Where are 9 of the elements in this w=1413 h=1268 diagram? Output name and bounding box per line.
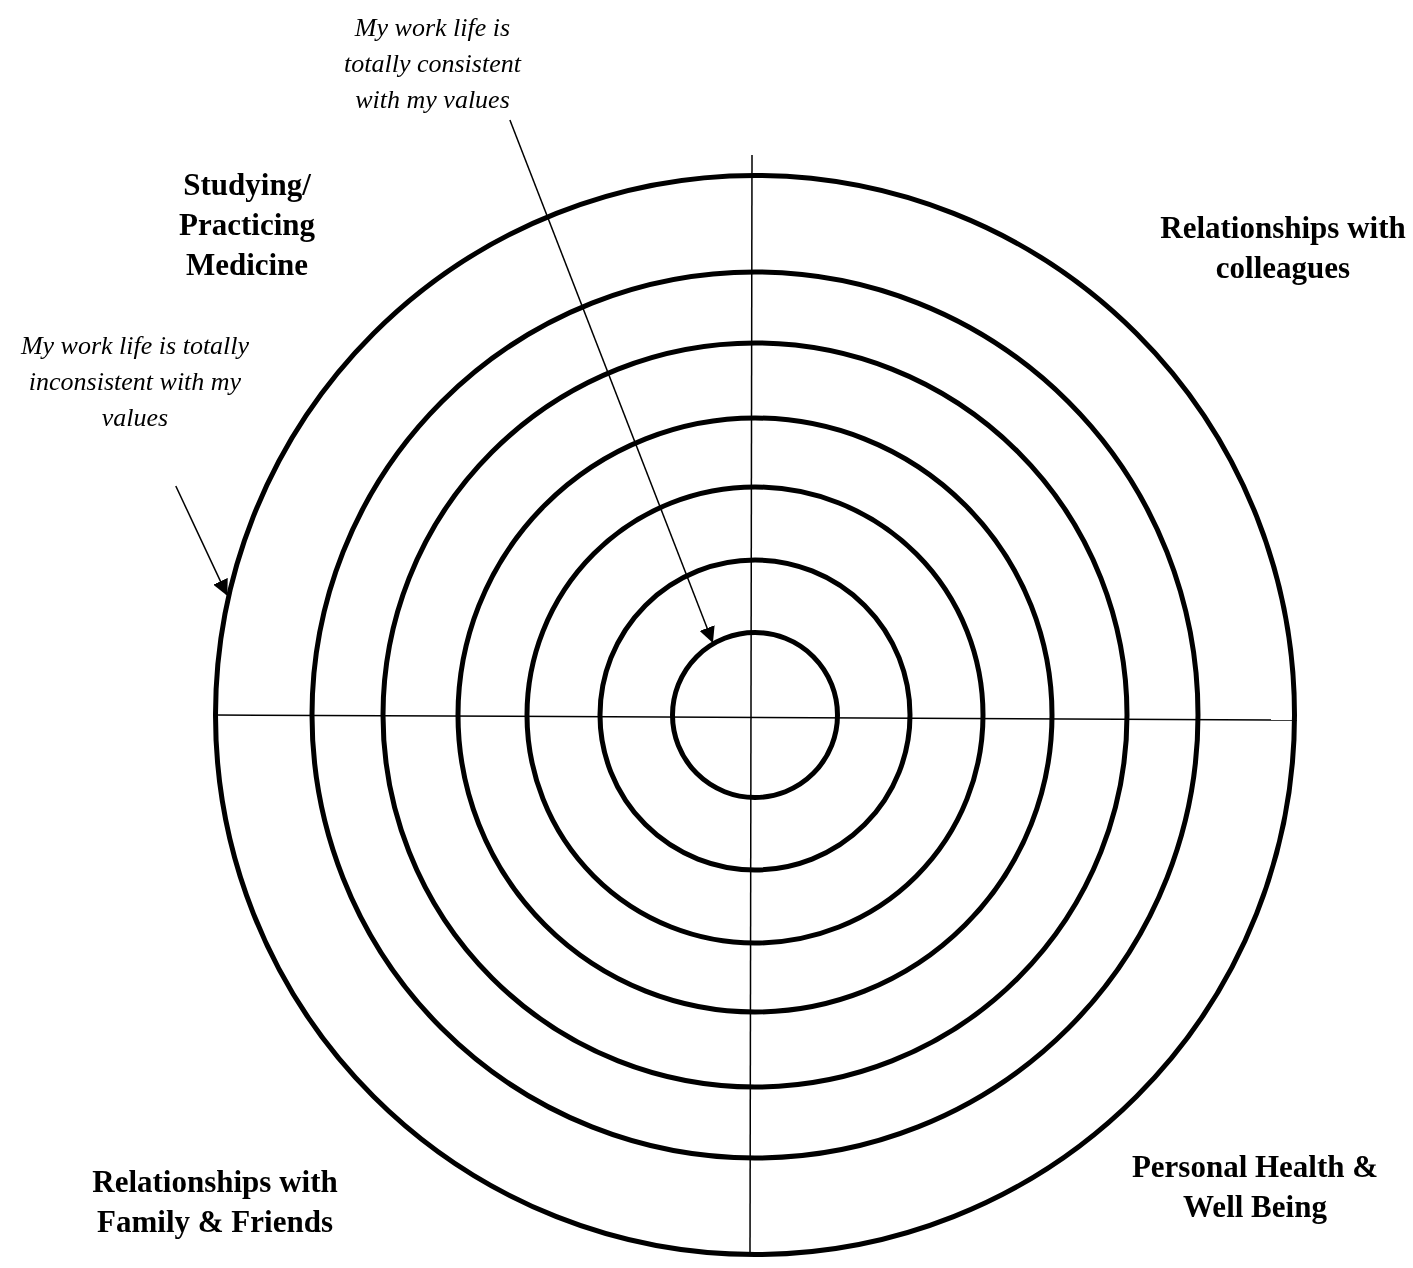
center-circle (670, 630, 840, 800)
callout-text: My work life is totally consistent with my values (325, 10, 540, 118)
arrow (509, 119, 715, 643)
callout-text: My work life is totally inconsistent with my values (15, 328, 255, 436)
quadrant-label: Relationships with colleagues (1159, 209, 1407, 287)
quadrant-label: Personal Health & Well Being (1130, 1148, 1380, 1226)
arrow (175, 485, 228, 596)
quadrant-label: Relationships with Family & Friends (91, 1163, 339, 1241)
quadrant-label: Studying/ Practicing Medicine (178, 166, 316, 284)
